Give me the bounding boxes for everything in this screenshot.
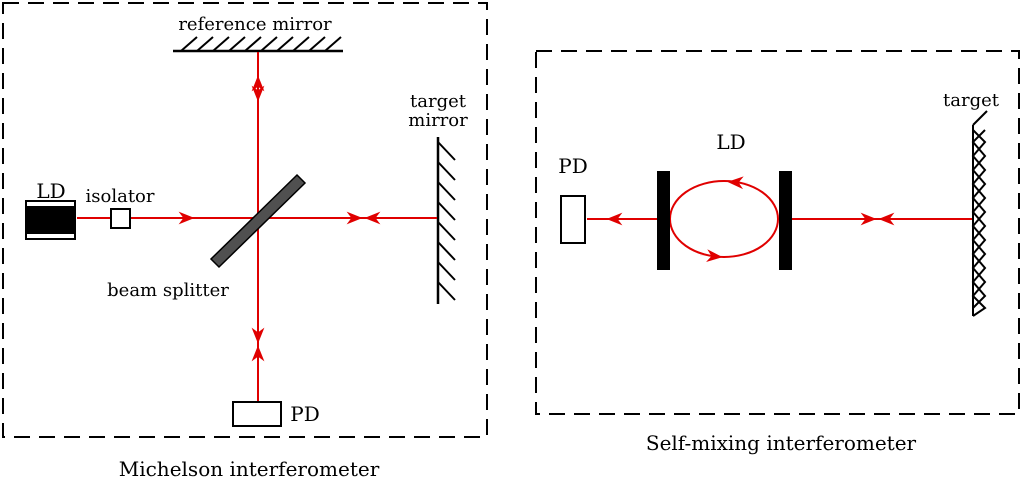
isolator bbox=[110, 208, 131, 229]
self-mixing-arrows bbox=[606, 176, 930, 263]
ld-facet-left bbox=[657, 171, 670, 270]
arrow-cavity-top bbox=[727, 176, 749, 190]
target-mirror-label-line1: target bbox=[410, 91, 467, 112]
reference-mirror-label: reference mirror bbox=[178, 14, 332, 35]
beam-splitter-label: beam splitter bbox=[107, 280, 229, 301]
self-mixing-caption: Self-mixing interferometer bbox=[646, 431, 917, 455]
self-mixing-ld-label: LD bbox=[716, 130, 745, 154]
michelson-caption: Michelson interferometer bbox=[119, 457, 380, 481]
isolator-label: isolator bbox=[86, 186, 155, 207]
ld-facet-right bbox=[779, 171, 792, 270]
arrow-cavity-bottom bbox=[699, 249, 723, 263]
self-mixing-panel: LD PD target Self-mixing interferometer bbox=[535, 50, 1020, 455]
target-mirror-label-line2: mirror bbox=[408, 110, 468, 131]
reference-mirror bbox=[173, 36, 343, 53]
michelson-pd bbox=[232, 401, 282, 427]
michelson-pd-label: PD bbox=[290, 402, 320, 426]
michelson-panel: reference mirror target mirror beam spli… bbox=[2, 2, 488, 481]
self-mixing-frame bbox=[535, 50, 1020, 415]
target-mirror bbox=[436, 137, 456, 304]
self-mixing-pd-label: PD bbox=[558, 154, 588, 178]
michelson-frame bbox=[2, 2, 488, 438]
beam-splitter bbox=[209, 173, 307, 269]
self-mixing-target-label: target bbox=[943, 90, 1000, 111]
michelson-beam-arrows bbox=[150, 60, 410, 390]
cavity-loop bbox=[669, 180, 779, 258]
self-mixing-target bbox=[971, 110, 988, 317]
michelson-ld bbox=[25, 200, 76, 240]
michelson-ld-label: LD bbox=[36, 179, 65, 203]
self-mixing-pd bbox=[560, 195, 586, 244]
